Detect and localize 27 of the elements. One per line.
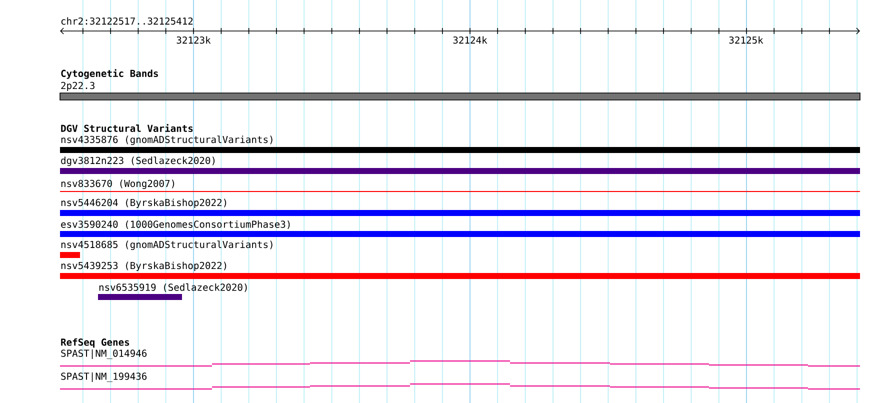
node-label: nsv4335876 (gnomADStructuralVariants) <box>61 136 272 146</box>
node-label: nsv5446204 (ByrskaBishop2022) <box>61 198 226 208</box>
variant-bar: nsv4335876 (gnomADStructuralVariants) <box>60 136 860 153</box>
node-label: nsv5439253 (ByrskaBishop2022) <box>61 262 226 272</box>
variant-bar: nsv4518685 (gnomADStructuralVariants) <box>60 240 272 258</box>
node-label: nsv4518685 (gnomADStructuralVariants) <box>61 240 272 250</box>
gene-track: SPAST|NM_014946 <box>60 349 860 366</box>
node-label: dgv3812n223 (Sedlazeck2020) <box>61 156 215 166</box>
node-label: esv3590240 (1000GenomesConsortiumPhase3) <box>61 220 290 230</box>
variant-bar: nsv5439253 (ByrskaBishop2022) <box>60 262 860 279</box>
variant-bar: dgv3812n223 (Sedlazeck2020) <box>60 156 860 174</box>
track-heading: RefSeq Genes <box>61 338 130 348</box>
track-heading: Cytogenetic Bands <box>61 69 158 79</box>
variant-bar: nsv833670 (Wong2007) <box>60 180 860 192</box>
gene-track: SPAST|NM_199436 <box>60 372 860 390</box>
cytoband-bar: 2p22.3 <box>60 82 860 100</box>
variant-bar: esv3590240 (1000GenomesConsortiumPhase3) <box>60 220 860 237</box>
tick-label: 32124k <box>453 36 488 44</box>
variant-bar: nsv6535919 (Sedlazeck2020) <box>98 283 247 300</box>
node-label: nsv6535919 (Sedlazeck2020) <box>99 283 247 292</box>
tick-label: 32123k <box>176 36 211 44</box>
tick-label: 32125k <box>729 36 764 44</box>
variant-bar: nsv5446204 (ByrskaBishop2022) <box>60 198 860 216</box>
track-heading: DGV Structural Variants <box>61 124 193 132</box>
node-label: 2p22.3 <box>61 82 94 92</box>
locus-label: chr2:32122517..32125412 <box>61 17 193 25</box>
node-label: nsv833670 (Wong2007) <box>61 180 174 190</box>
